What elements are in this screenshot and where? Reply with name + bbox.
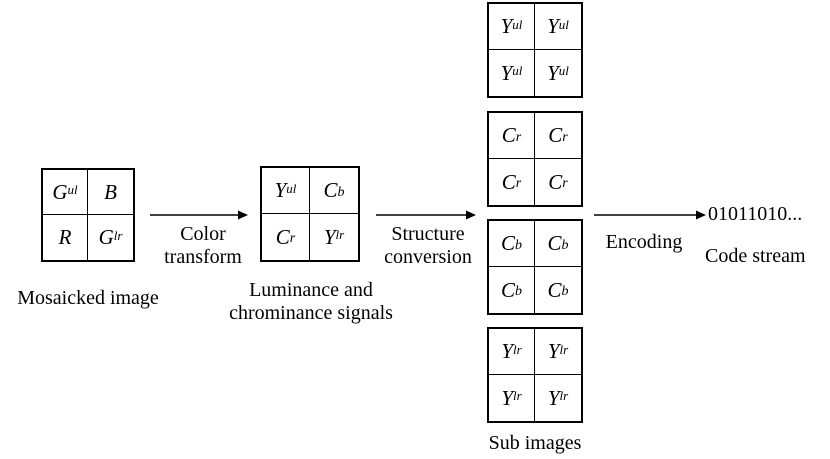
cell-subscript: b: [337, 184, 345, 200]
cell-superscript: lr: [559, 388, 569, 403]
cell-symbol: C: [501, 169, 516, 194]
luma-chroma-label-line2: chrominance signals: [229, 302, 393, 324]
cell-symbol: Y: [500, 14, 513, 38]
cell-subscript: r: [562, 176, 568, 191]
cell-symbol: Y: [547, 14, 559, 38]
cell-subscript: b: [515, 237, 522, 253]
cell-symbol: C: [547, 231, 562, 255]
color-transform-arrow: [150, 210, 248, 220]
cell-symbol: C: [501, 123, 516, 147]
block-cell: R: [43, 215, 88, 260]
cell-subscript: r: [515, 176, 522, 191]
cell-subscript: r: [289, 231, 296, 246]
cell-symbol: Y: [547, 385, 560, 410]
bitstream-text: 01011010...: [708, 203, 803, 225]
sub-images-label: Sub images: [488, 432, 582, 454]
cell-symbol: Y: [500, 60, 513, 85]
cell-superscript: lr: [559, 341, 569, 357]
cell-superscript: ul: [67, 182, 78, 197]
cell-superscript: ul: [512, 16, 523, 32]
cell-symbol: Y: [501, 339, 513, 363]
structure-conversion-label-line1: Structure: [391, 223, 465, 245]
color-transform-label-line1: Color: [180, 223, 226, 245]
cell-symbol: Y: [547, 60, 559, 85]
structure-conversion-arrow: [376, 210, 476, 220]
cell-superscript: ul: [558, 63, 569, 78]
cell-subscript: b: [515, 284, 522, 299]
cell-superscript: lr: [513, 388, 522, 403]
cell-symbol: C: [500, 277, 515, 302]
cell-symbol: G: [52, 179, 68, 204]
cell-symbol: C: [275, 224, 290, 249]
cell-symbol: C: [323, 178, 338, 202]
cell-symbol: C: [547, 277, 562, 302]
cell-superscript: ul: [286, 180, 297, 196]
cell-symbol: Y: [547, 339, 560, 363]
code-stream-label: Code stream: [705, 245, 806, 267]
encoding-arrow: [594, 210, 706, 220]
cell-symbol: Y: [274, 178, 287, 202]
cell-symbol: Y: [501, 385, 513, 410]
cell-symbol: R: [58, 225, 72, 249]
block-cell: B: [88, 170, 133, 215]
cell-symbol: B: [104, 179, 117, 204]
cell-subscript: b: [561, 284, 569, 299]
mosaicked-image-label: Mosaicked image: [17, 287, 159, 309]
cell-superscript: ul: [558, 16, 569, 32]
color-transform-label-line2: transform: [164, 246, 242, 268]
cell-superscript: lr: [513, 341, 522, 357]
cell-symbol: C: [500, 231, 515, 255]
cell-superscript: ul: [512, 63, 523, 78]
cell-subscript: r: [515, 129, 522, 145]
cell-subscript: r: [562, 129, 568, 145]
cell-symbol: G: [98, 225, 114, 249]
cell-symbol: C: [548, 123, 563, 147]
cell-superscript: lr: [113, 227, 123, 243]
cell-subscript: b: [561, 237, 569, 253]
cell-symbol: C: [548, 169, 563, 194]
encoding-label: Encoding: [605, 231, 683, 253]
cell-superscript: lr: [335, 227, 345, 242]
structure-conversion-label-line2: conversion: [384, 246, 472, 268]
cell-symbol: Y: [323, 224, 336, 249]
luma-chroma-label-line1: Luminance and: [249, 279, 373, 301]
